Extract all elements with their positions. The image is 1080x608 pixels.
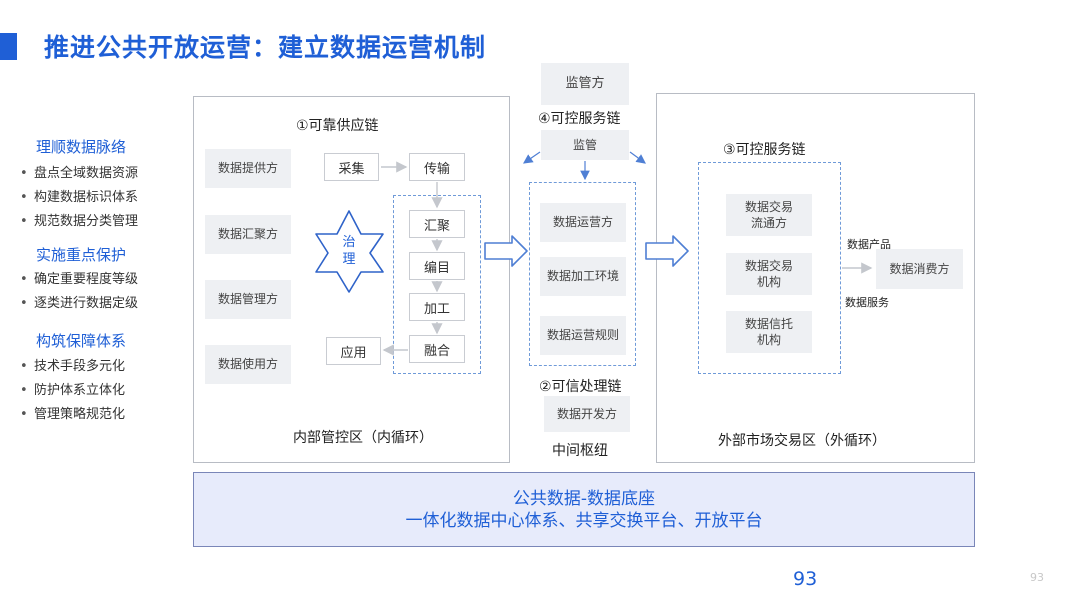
hub-processing-group [529,182,636,366]
sidebar-item: 防护体系立体化 [34,379,125,398]
role-data-manager: 数据管理方 [205,280,291,319]
hub-label: 中间枢纽 [552,443,608,459]
reliable-supply-chain-title: ①可靠供应链 [296,118,379,134]
sidebar-heading-2: 实施重点保护 [36,246,127,264]
foundation-title: 公共数据-数据底座 [512,489,656,509]
page-title: 推进公共开放运营：建立数据运营机制 [44,33,487,62]
page-number: 93 [793,568,818,590]
exchange-institution-box: 数据交易 机构 [726,253,812,295]
right-service-chain-title: ③可控服务链 [723,142,806,158]
public-data-foundation: 公共数据-数据底座 一体化数据中心体系、共享交换平台、开放平台 [193,472,975,547]
data-consumer-box: 数据消费方 [876,249,963,289]
step-process: 加工 [409,293,465,321]
regulator-box: 监管方 [541,63,629,105]
role-data-aggregator: 数据汇聚方 [205,215,291,254]
trust-institution-box: 数据信托 机构 [726,311,812,353]
exchange-circulator-box: 数据交易 流通方 [726,194,812,236]
external-zone-label: 外部市场交易区（外循环） [718,433,886,449]
data-product-label: 数据产品 [847,238,891,251]
role-data-user: 数据使用方 [205,345,291,384]
sidebar-item: 管理策略规范化 [34,403,125,422]
arrow-supervise-right [629,151,646,164]
governance-star-shape [315,210,384,293]
internal-zone-label: 内部管控区（内循环） [293,430,433,446]
sidebar-item: 确定重要程度等级 [34,268,138,287]
sidebar-item: 逐类进行数据定级 [34,292,138,311]
governance-label: 治 理 [342,235,356,267]
collect-box: 采集 [324,153,379,181]
arrow-supervise-left [523,151,541,164]
flow-arrow-hub-to-right [645,235,689,267]
sidebar-item: 技术手段多元化 [34,355,125,374]
data-service-label: 数据服务 [845,296,889,309]
transfer-box: 传输 [409,153,465,181]
controllable-service-chain-title: ④可控服务链 [538,111,621,127]
step-fuse: 融合 [409,335,465,363]
data-processing-env-box: 数据加工环境 [540,257,626,296]
apply-box: 应用 [326,337,381,365]
sidebar-heading-1: 理顺数据脉络 [36,138,127,156]
trusted-processing-chain-title: ②可信处理链 [539,379,622,395]
supervise-box: 监管 [541,130,629,160]
role-data-provider: 数据提供方 [205,149,291,188]
page-number-watermark: 93 [1030,571,1044,584]
sidebar-item: 构建数据标识体系 [34,186,138,205]
sidebar-item: 规范数据分类管理 [34,210,138,229]
step-aggregate: 汇聚 [409,210,465,238]
data-operation-rules-box: 数据运营规则 [540,316,626,355]
title-accent-bar [0,33,17,60]
data-operator-box: 数据运营方 [540,203,626,242]
foundation-subtitle: 一体化数据中心体系、共享交换平台、开放平台 [405,511,763,531]
market-entities-group [698,162,841,374]
sidebar-item: 盘点全域数据资源 [34,162,138,181]
data-developer-box: 数据开发方 [544,396,630,432]
sidebar-heading-3: 构筑保障体系 [36,332,127,350]
flow-arrow-left-to-hub [484,235,528,267]
step-catalog: 编目 [409,252,465,280]
